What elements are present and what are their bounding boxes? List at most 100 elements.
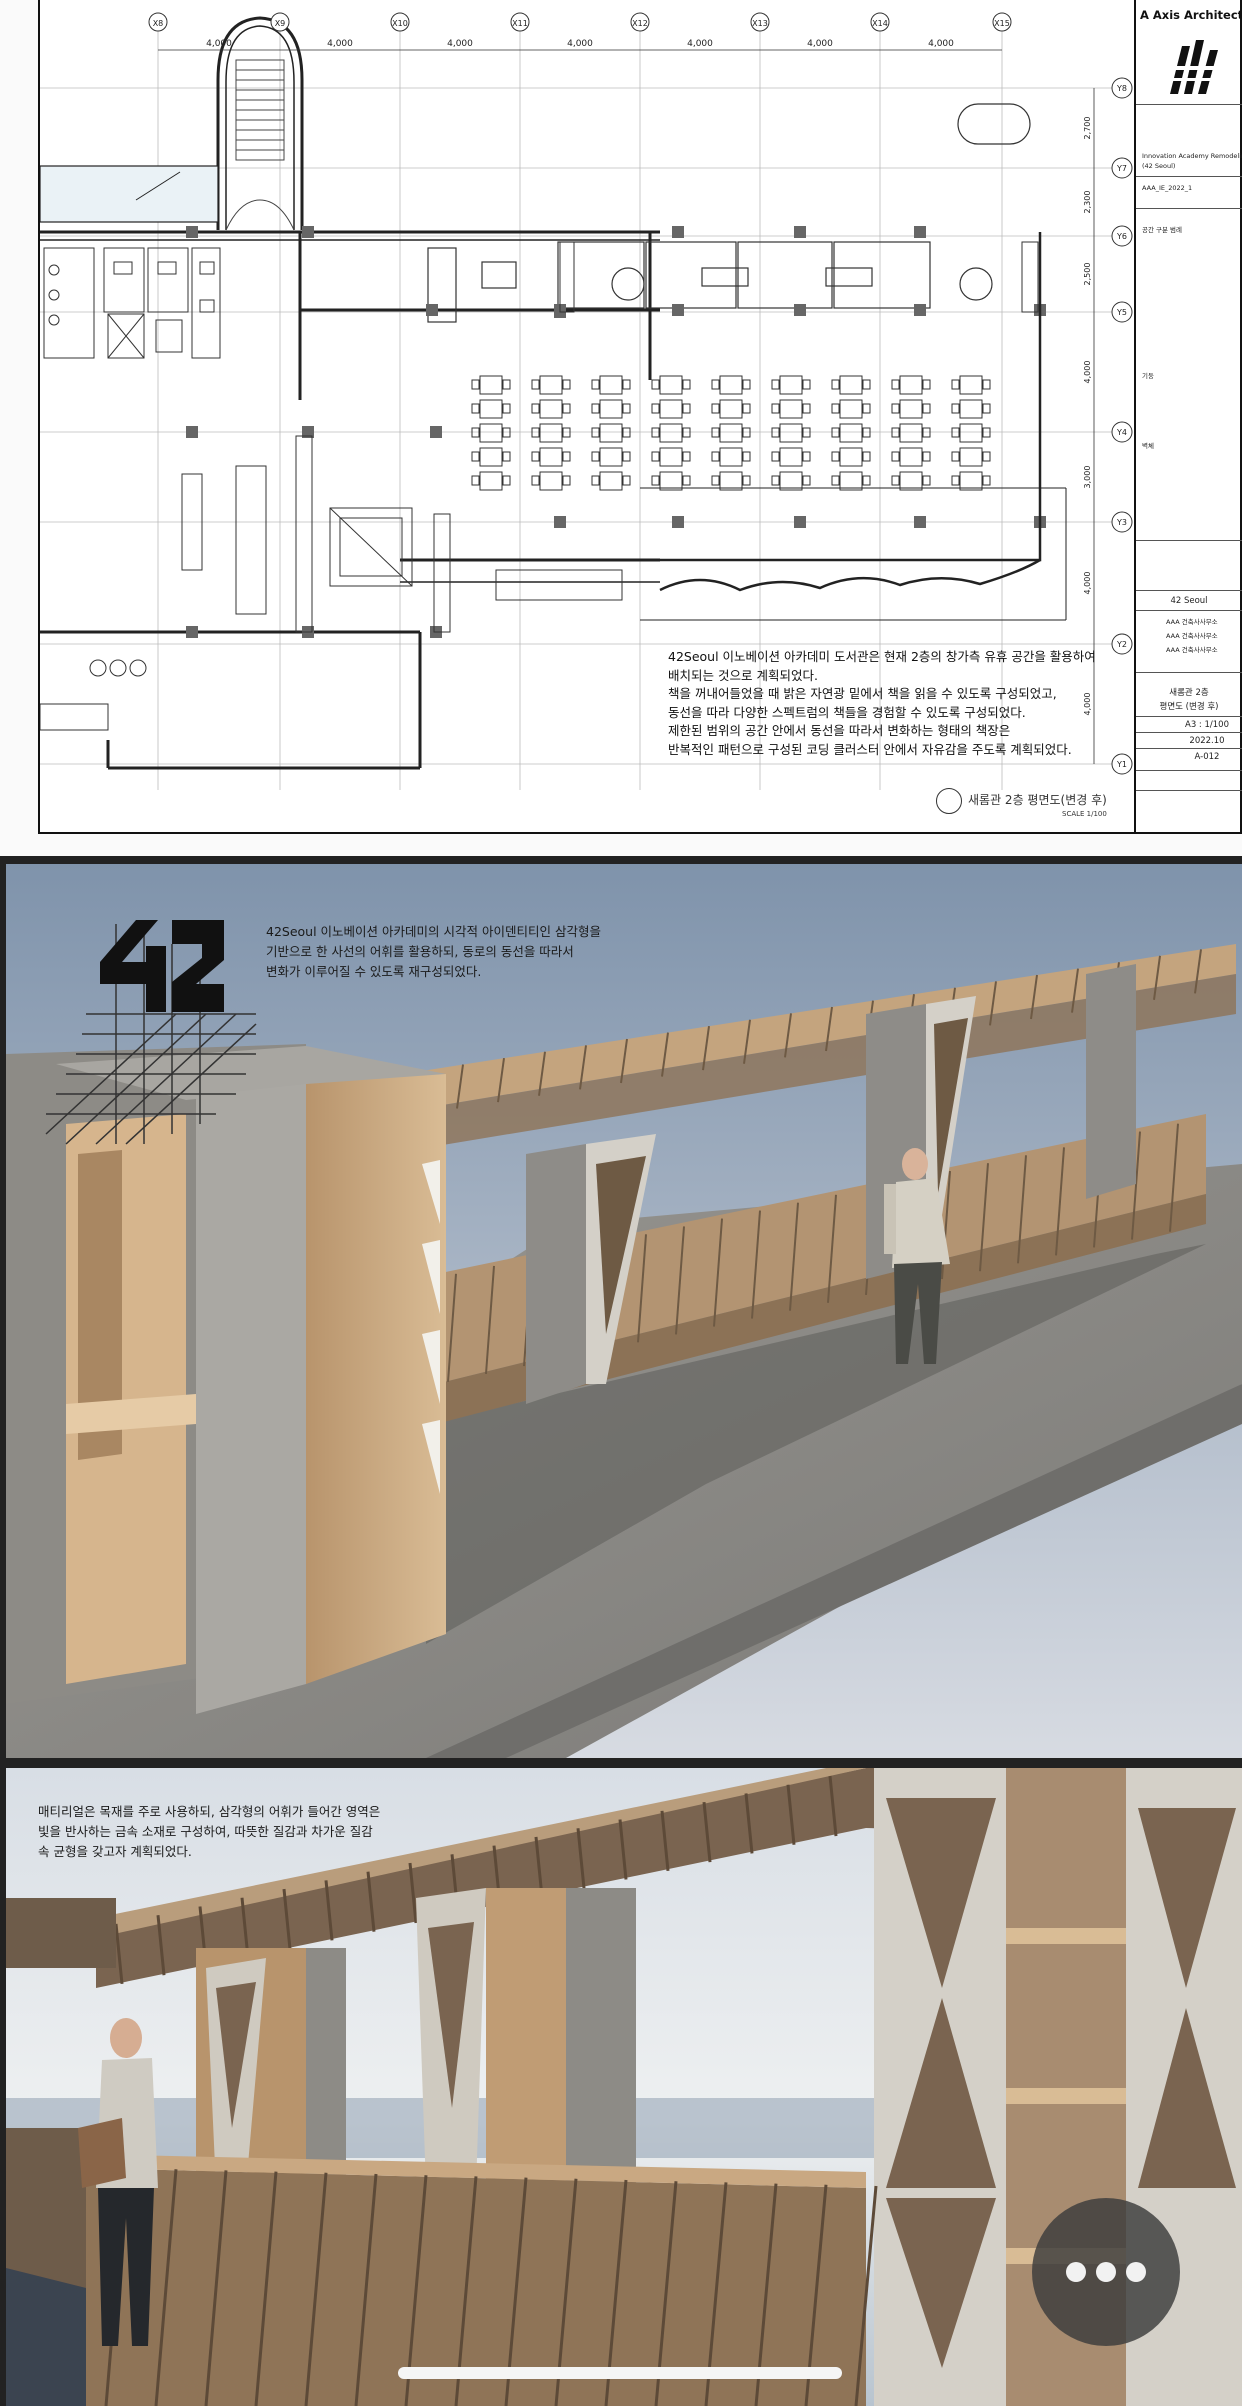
title-block-divider — [1136, 590, 1242, 591]
render1-description-line: 42Seoul 이노베이션 아카데미의 시각적 아이덴티티인 삼각형을 — [266, 924, 601, 939]
grid-axis-label: X8 — [153, 19, 164, 28]
plan-description-line: 책을 꺼내어들었을 때 밝은 자연광 밑에서 책을 읽을 수 있도록 구성되었고… — [668, 686, 1057, 701]
legend-item: 벽체 — [1142, 442, 1154, 450]
grid-axis-marker — [390, 12, 410, 32]
project-name-sub: (42 Seoul) — [1142, 162, 1176, 170]
title-block-divider — [1136, 610, 1242, 611]
plan-description: 42Seoul 이노베이션 아카데미 도서관은 현재 2층의 창가측 유휴 공간… — [668, 648, 1108, 759]
grid-row-label: Y7 — [1116, 164, 1127, 173]
render2-description: 매티리얼은 목재를 주로 사용하되, 삼각형의 어휘가 들어간 영역은 빛을 반… — [38, 1802, 380, 1862]
render-image-2 — [6, 1768, 1242, 2406]
plan-caption-marker — [936, 788, 962, 814]
render2-description-line: 매티리얼은 목재를 주로 사용하되, 삼각형의 어휘가 들어간 영역은 — [38, 1804, 381, 1819]
floor-plan-svg: X8X9X10X11X12X13X14X15Y8Y7Y6Y5Y4Y3Y2Y14,… — [40, 12, 1133, 790]
more-options-button[interactable] — [1032, 2198, 1180, 2346]
firm-logo-icon — [1164, 40, 1224, 94]
plan-caption: 새롬관 2층 평면도(변경 후) — [968, 793, 1107, 807]
render1-description: 42Seoul 이노베이션 아카데미의 시각적 아이덴티티인 삼각형을 기반으로… — [266, 922, 601, 982]
ellipsis-icon — [1126, 2262, 1146, 2282]
project-name: Innovation Academy Remodeling — [1142, 152, 1242, 160]
person-figure-2 — [78, 2018, 158, 2346]
dimension-label: 4,000 — [567, 39, 593, 49]
grid-row-marker — [1111, 157, 1133, 179]
plan-description-line: 동선을 따라 다양한 스펙트럼의 책들을 경험할 수 있도록 구성되었다. — [668, 704, 1026, 720]
vertical-dimension-label: 4,000 — [1083, 572, 1092, 595]
grid-axis-label: X14 — [872, 19, 888, 28]
vertical-dimension-label: 2,700 — [1083, 117, 1092, 140]
grid-row-label: Y6 — [1116, 232, 1127, 241]
sheet-title-sub: 평면도 (변경 후) — [1159, 702, 1219, 712]
grid-axis-marker — [270, 12, 290, 32]
plan-description-line: 42Seoul 이노베이션 아카데미 도서관은 현재 2층의 창가측 유휴 공간… — [668, 649, 1096, 664]
title-block-divider — [1136, 672, 1242, 673]
ellipsis-icon — [1066, 2262, 1086, 2282]
title-block-divider — [1136, 716, 1242, 717]
sheet-scale: A3 : 1/100 — [1185, 720, 1229, 730]
grid-axis-label: X15 — [994, 19, 1010, 28]
grid-row-marker — [1111, 511, 1133, 533]
grid-row-label: Y2 — [1116, 640, 1127, 649]
grid-axis-marker — [510, 12, 530, 32]
plan-description-line: 제한된 범위의 공간 안에서 동선을 따라서 변화하는 형태의 책장은 — [668, 723, 1011, 738]
grid-axis-label: X12 — [632, 19, 648, 28]
grid-axis-label: X13 — [752, 19, 768, 28]
grid-axis-label: X11 — [512, 19, 528, 28]
title-block-divider — [1136, 176, 1242, 177]
dimension-label: 4,000 — [928, 39, 954, 49]
vertical-dimension-label: 4,000 — [1083, 693, 1092, 716]
title-block-divider — [1136, 732, 1242, 733]
title-block-divider — [1136, 748, 1242, 749]
title-block: A Axis Architects Innovation Academy Rem… — [1134, 0, 1242, 834]
vertical-dimension-label: 4,000 — [1083, 361, 1092, 384]
revision-row: AAA 건축사사무소 — [1166, 618, 1218, 626]
title-block-divider — [1136, 770, 1242, 771]
dimension-label: 4,000 — [687, 39, 713, 49]
person-figure — [884, 1148, 950, 1364]
firm-name: A Axis Architects — [1140, 8, 1242, 22]
render1-description-line: 기반으로 한 사선의 어휘를 활용하되, 동로의 동선을 따라서 — [266, 944, 574, 959]
home-indicator[interactable] — [398, 2367, 842, 2379]
revision-row: AAA 건축사사무소 — [1166, 646, 1218, 654]
42-logo-icon — [100, 920, 224, 1012]
grid-row-label: Y1 — [1116, 760, 1127, 769]
sheet-number: A-012 — [1194, 752, 1220, 762]
vertical-dimension-label: 2,500 — [1083, 263, 1092, 286]
render2-description-line: 속 균형을 갖고자 계획되었다. — [38, 1844, 192, 1859]
grid-axis-marker — [870, 12, 890, 32]
ellipsis-icon — [1096, 2262, 1116, 2282]
grid-row-marker — [1111, 225, 1133, 247]
plan-scale: SCALE 1/100 — [1062, 810, 1107, 818]
title-block-divider — [1136, 790, 1242, 791]
title-block-divider — [1136, 540, 1242, 541]
legend-title: 공간 구분 범례 — [1142, 226, 1183, 234]
bookshelf-render-2-svg — [6, 1768, 1242, 2406]
render-image-1 — [6, 864, 1242, 1758]
sheet-title: 새롬관 2층 — [1169, 688, 1209, 698]
grid-row-marker — [1111, 77, 1133, 99]
drawing-code: AAA_IE_2022_1 — [1142, 184, 1193, 192]
sheet-date: 2022.10 — [1189, 736, 1225, 746]
render2-description-line: 빛을 반사하는 금속 소재로 구성하여, 따뜻한 질감과 차가운 질감 — [38, 1824, 373, 1839]
grid-row-label: Y4 — [1116, 428, 1127, 437]
grid-row-marker — [1111, 753, 1133, 775]
grid-row-label: Y5 — [1116, 308, 1127, 317]
vertical-dimension-label: 3,000 — [1083, 466, 1092, 489]
bookshelf-render-svg — [6, 864, 1242, 1758]
vertical-dimension-label: 2,300 — [1083, 191, 1092, 214]
grid-row-marker — [1111, 301, 1133, 323]
dimension-label: 4,000 — [807, 39, 833, 49]
plan-description-line: 반복적인 패턴으로 구성된 코딩 클러스터 안에서 자유감을 주도록 계획되었다… — [668, 741, 1072, 757]
grid-row-marker — [1111, 421, 1133, 443]
grid-row-marker — [1111, 633, 1133, 655]
client-name: 42 Seoul — [1170, 596, 1208, 606]
dimension-label: 4,000 — [327, 39, 353, 49]
grid-axis-marker — [630, 12, 650, 32]
legend-item: 기둥 — [1142, 372, 1154, 380]
render1-description-line: 변화가 이루어질 수 있도록 재구성되었다. — [266, 964, 482, 979]
title-block-divider — [1136, 104, 1242, 105]
dimension-label: 4,000 — [447, 39, 473, 49]
grid-axis-marker — [992, 12, 1012, 32]
